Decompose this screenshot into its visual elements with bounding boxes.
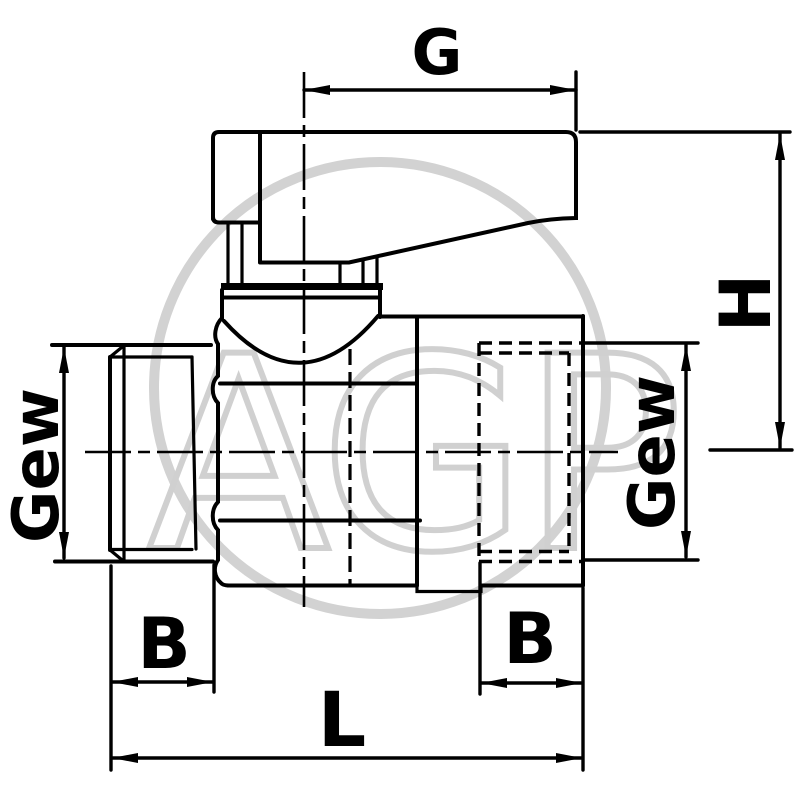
arrow-h-bottom [775,422,785,448]
ball-dome-arc [222,314,380,365]
arrow-gew-left-bottom [59,532,69,558]
thread-runout-line [190,355,198,551]
arrow-b-left-a [112,677,138,687]
arrow-b-right-b [556,678,582,688]
label-b-left: B [137,603,190,685]
arrow-g-right [550,85,576,95]
label-h: H [705,274,787,333]
label-gew-right: Gew [616,375,690,530]
arrow-b-right-a [481,678,507,688]
arrow-g-left [304,85,330,95]
arrow-gew-left-top [59,347,69,373]
arrow-h-top [775,134,785,160]
handle-outline [211,130,578,265]
arrow-l-left [112,753,138,763]
label-g: G [412,16,463,89]
label-l: L [318,675,366,764]
label-gew-left: Gew [0,388,74,543]
chamfer-diagonal-top [108,343,126,359]
label-b-right: B [503,598,556,680]
bonnet-flange-plate [221,283,383,290]
dimension-lines [62,70,794,772]
handle-grip-bottom [211,215,262,225]
arrow-gew-right-top [681,345,691,371]
dimension-labels: G H Gew Gew B B L [0,16,787,764]
centerlines [85,72,618,607]
arrow-gew-right-bottom [681,531,691,557]
chamfer-diagonal-bottom [108,548,126,564]
valve-outline [50,130,585,594]
arrow-b-left-b [187,677,213,687]
dimension-arrows [59,85,785,763]
watermark-text: AGP [147,300,677,612]
watermark-circle [149,157,611,619]
body-left-edge [210,288,231,588]
arrow-l-right [556,753,582,763]
